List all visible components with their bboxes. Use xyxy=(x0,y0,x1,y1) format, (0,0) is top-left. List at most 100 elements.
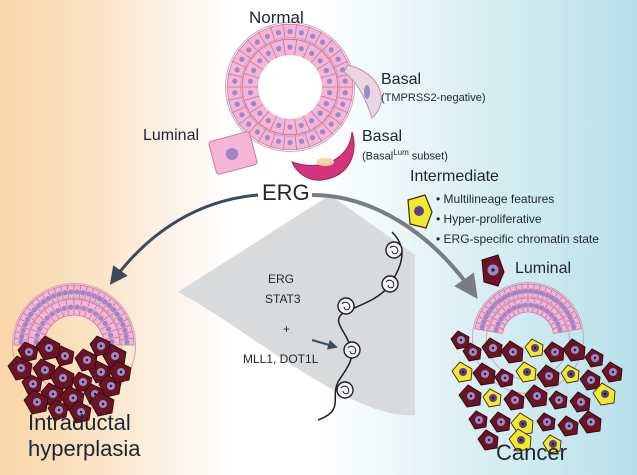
basal-rim xyxy=(225,22,355,152)
cell-nucleolus xyxy=(547,374,551,378)
intermediate-cell-nucleus xyxy=(414,206,424,216)
luminal-ring-nucleus xyxy=(309,50,315,56)
luminal-ring-nucleus xyxy=(264,135,271,141)
tumor-nucleolus xyxy=(47,346,51,350)
luminal-ring-nucleus xyxy=(309,135,316,141)
basal-rim xyxy=(240,37,340,137)
normal-duct xyxy=(225,22,355,152)
bullet-2: • Hyper-proliferative xyxy=(436,212,542,226)
luminal-ring-nucleus xyxy=(317,58,323,64)
luminal-ring-nucleus xyxy=(114,311,120,317)
cell-nucleolus xyxy=(499,420,503,424)
cell-nucleolus xyxy=(525,370,529,374)
erg-label: ERG xyxy=(262,180,310,205)
luminal-ring-nucleus xyxy=(287,44,293,50)
cell-nucleolus xyxy=(569,372,573,376)
luminal-ring-nucleus xyxy=(481,319,487,325)
luminal-ring-nucleus xyxy=(567,314,573,320)
basal-lum-nucleus xyxy=(316,158,334,166)
luminal-ring-nucleus xyxy=(81,305,87,311)
luminal-ring-nucleus xyxy=(62,290,68,296)
luminal-ring-nucleus xyxy=(265,50,271,56)
nucleosome-swirl xyxy=(340,385,350,395)
tumor-nucleolus xyxy=(35,400,39,404)
luminal-ring-nucleus xyxy=(68,289,74,295)
tumor-nucleolus xyxy=(119,370,123,374)
nucleosome xyxy=(381,275,399,293)
luminal-ring-nucleus xyxy=(317,110,323,116)
luminal-ring-nucleus xyxy=(247,78,254,84)
tumor-nucleolus xyxy=(85,358,89,362)
duct-lumen xyxy=(258,55,322,119)
basal-cell-pale-nucleus xyxy=(364,85,370,99)
luminal-ring-nucleus xyxy=(498,316,504,322)
luminal-ring-nucleus xyxy=(254,129,260,135)
tumor-nucleolus xyxy=(71,396,75,400)
cell-nucleolus xyxy=(573,348,577,352)
luminal-ring-nucleus xyxy=(320,129,326,135)
luminal-ring-nucleus xyxy=(309,33,316,39)
luminal-ring-nucleus xyxy=(45,296,51,302)
cell-nucleolus xyxy=(519,438,523,442)
luminal-ring-nucleus xyxy=(569,319,575,325)
normal-label: Normal xyxy=(249,8,304,27)
cell-nucleolus xyxy=(557,398,561,402)
luminal-ring-nucleus xyxy=(246,121,252,127)
cell-nucleolus xyxy=(589,420,593,424)
luminal-ring-nucleus xyxy=(93,311,99,317)
luminal-ring-nucleus xyxy=(276,46,282,52)
luminal-ring-nucleus xyxy=(251,101,257,107)
luminal-ring-nucleus xyxy=(257,110,263,116)
plus-label: + xyxy=(283,322,291,336)
cell-nucleolus xyxy=(503,376,507,380)
luminal-ring-nucleus xyxy=(502,312,508,318)
luminal-ring-nucleus xyxy=(528,288,534,294)
cell-nucleolus xyxy=(579,400,583,404)
basal-subtitle: (TMPRSS2-negative) xyxy=(381,92,486,104)
luminal-tumor-nucleolus xyxy=(491,268,495,272)
tumor-nucleolus xyxy=(31,382,35,386)
luminal-ring-nucleus xyxy=(55,307,61,314)
luminal-ring-nucleus xyxy=(80,290,86,296)
luminal-ring-nucleus xyxy=(298,30,305,36)
luminal-ring-nucleus xyxy=(264,33,271,39)
luminal-ring-nucleus xyxy=(516,303,523,309)
luminal-ring-nucleus xyxy=(539,305,545,311)
luminal-ring-nucleus xyxy=(328,121,334,127)
tumor-nucleolus xyxy=(27,350,31,354)
cell-nucleolus xyxy=(545,420,549,424)
luminal-ring-nucleus xyxy=(49,311,55,317)
cell-nucleolus xyxy=(483,372,487,376)
cell-nucleolus xyxy=(589,378,593,382)
luminal-ring-nucleus xyxy=(511,290,518,296)
cell-nucleolus xyxy=(491,396,495,400)
nucleosome-swirl xyxy=(385,279,395,289)
luminal-ring-nucleus xyxy=(489,305,495,311)
bullet-3: • ERG-specific chromatin state xyxy=(436,232,599,246)
cell-nucleolus xyxy=(491,346,495,350)
luminal-ring-nucleus xyxy=(102,320,108,326)
basal-lum-label: Basal xyxy=(362,128,403,145)
luminal-ring-nucleus xyxy=(20,327,26,333)
luminal-ring-nucleus xyxy=(61,305,67,311)
luminal-label: Luminal xyxy=(143,127,200,144)
luminal-ring-nucleus xyxy=(109,339,115,345)
luminal-ring-nucleus xyxy=(538,290,545,296)
nucleosome-swirl xyxy=(347,345,357,355)
tumor-nucleolus xyxy=(101,402,105,406)
luminal-ring-nucleus xyxy=(298,122,304,128)
luminal-ring-nucleus xyxy=(298,138,305,144)
luminal-ring-nucleus xyxy=(87,307,93,314)
luminal-ring-nucleus xyxy=(275,30,282,36)
luminal-ring-nucleus xyxy=(564,309,570,315)
luminal-ring-nucleus xyxy=(323,101,329,107)
erg-factor-label: ERG xyxy=(268,272,295,286)
luminal-ring-nucleus xyxy=(246,47,252,53)
luminal-ring-nucleus xyxy=(239,112,245,118)
luminal-ring-nucleus xyxy=(483,314,489,320)
luminal-ring-nucleus xyxy=(254,39,260,45)
tumor-nucleolus xyxy=(61,376,65,380)
luminal-ring-nucleus xyxy=(40,320,46,326)
cell-nucleolus xyxy=(471,350,475,354)
